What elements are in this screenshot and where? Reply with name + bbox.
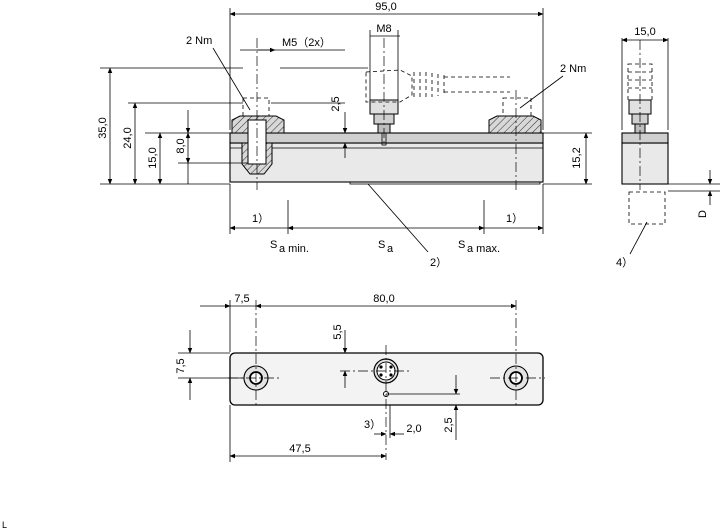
dim-top-75v-label: 7,5 — [175, 358, 187, 373]
torque-left-label: 2 Nm — [186, 35, 212, 47]
note-4-leader — [629, 221, 648, 255]
top-connector-pins — [379, 365, 393, 377]
svg-text:a min.: a min. — [279, 243, 309, 255]
dim-top-475-label: 47,5 — [289, 443, 310, 455]
note-2: 2） — [430, 256, 447, 269]
corner-mark: L — [2, 520, 7, 530]
dim-15-label: 15,0 — [147, 147, 159, 168]
side-target-phantom — [628, 191, 666, 225]
svg-text:S: S — [378, 239, 385, 251]
dim-top-80-label: 80,0 — [373, 293, 394, 305]
side-cable-ribs — [628, 71, 652, 89]
top-dimensions: 7,5 80,0 5,5 7,5 2,0 2,5 3） 47,5 — [175, 293, 517, 462]
side-view: 15,0 D 4） — [616, 26, 720, 269]
dim-8-label: 8,0 — [175, 138, 187, 153]
dim-25-front-label: 2,5 — [330, 96, 342, 111]
front-body — [229, 142, 544, 183]
side-top-plate — [621, 132, 669, 144]
note-2-leader — [367, 183, 429, 253]
cable-plug-phantom — [365, 69, 413, 103]
svg-text:S: S — [270, 239, 277, 251]
dim-top-55-label: 5,5 — [332, 324, 344, 339]
dim-top-75-label: 7,5 — [234, 293, 249, 305]
front-top-plate — [229, 132, 544, 144]
svg-text:a: a — [387, 243, 394, 255]
torque-right-leader — [519, 75, 564, 109]
note-1-left: 1） — [252, 212, 269, 225]
top-view — [228, 300, 545, 460]
note-1-right: 1） — [506, 212, 523, 225]
front-body-step — [349, 181, 541, 185]
right-screw-phantom — [502, 97, 532, 117]
torque-left-leader — [212, 47, 251, 111]
dim-top-20-label: 2,0 — [406, 423, 421, 435]
right-screw-head-section — [488, 115, 542, 134]
d-label: D — [697, 210, 709, 218]
sa-min-label: S a min. — [270, 239, 309, 255]
dim-top-25-label: 2,5 — [443, 417, 455, 432]
torque-right-label: 2 Nm — [560, 63, 586, 75]
side-dim-15-label: 15,0 — [634, 26, 655, 38]
sa-max-label: S a max. — [458, 239, 500, 255]
front-tab — [381, 132, 387, 146]
cable-ribs — [413, 72, 445, 98]
dim-m8-label: M8 — [376, 23, 391, 35]
side-cable-phantom — [627, 63, 653, 101]
front-dimensions: 95,0 M8 M5（2x） 2 Nm 2 Nm 35,0 24,0 15,0 … — [97, 1, 589, 269]
dim-95-label: 95,0 — [375, 1, 396, 13]
left-screw-phantom — [242, 97, 270, 117]
note-4: 4） — [616, 256, 633, 269]
dim-m5-label: M5（2x） — [282, 36, 331, 49]
note-3: 3） — [364, 418, 381, 431]
side-body — [621, 142, 669, 185]
front-view — [100, 38, 592, 190]
svg-text:S: S — [458, 239, 465, 251]
sa-label: S a — [378, 239, 394, 255]
dim-35-label: 35,0 — [97, 117, 109, 138]
dim-24-label: 24,0 — [122, 127, 134, 148]
svg-text:a max.: a max. — [467, 243, 500, 255]
dim-152-label: 15,2 — [571, 147, 583, 168]
